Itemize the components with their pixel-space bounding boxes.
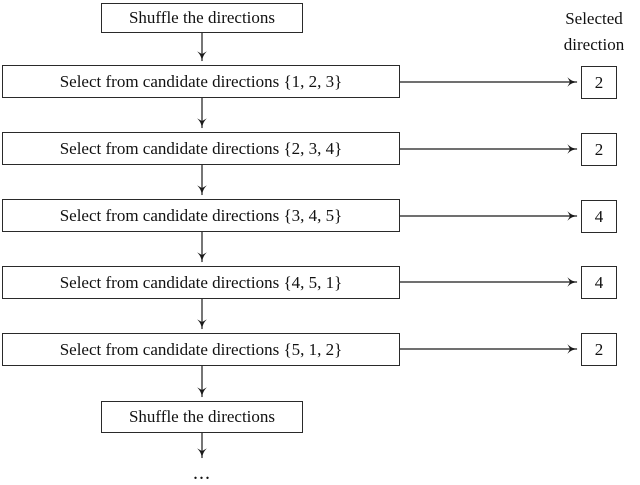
- select-box-row5: Select from candidate directions {5, 1, …: [2, 333, 400, 366]
- select-box-row1: Select from candidate directions {1, 2, …: [2, 65, 400, 98]
- selected-direction-header: Selected direction: [549, 6, 639, 58]
- selected-value-row5: 2: [594, 339, 604, 359]
- select-label-row4: Select from candidate directions {4, 5, …: [59, 272, 343, 292]
- selected-box-row5: 2: [581, 333, 617, 366]
- ellipsis: ...: [193, 462, 211, 484]
- selected-box-row1: 2: [581, 66, 617, 99]
- selected-direction-header-line2: direction: [563, 35, 625, 54]
- select-label-row1: Select from candidate directions {1, 2, …: [59, 71, 343, 91]
- shuffle-bottom-box: Shuffle the directions: [101, 401, 303, 433]
- shuffle-top-label: Shuffle the directions: [128, 8, 276, 27]
- shuffle-bottom-label: Shuffle the directions: [128, 407, 276, 426]
- select-label-row5: Select from candidate directions {5, 1, …: [59, 339, 343, 359]
- select-box-row4: Select from candidate directions {4, 5, …: [2, 266, 400, 299]
- selected-value-row4: 4: [594, 272, 604, 292]
- selected-box-row4: 4: [581, 266, 617, 299]
- selected-value-row3: 4: [594, 206, 604, 226]
- shuffle-top-box: Shuffle the directions: [101, 3, 303, 33]
- select-box-row2: Select from candidate directions {2, 3, …: [2, 132, 400, 165]
- selected-box-row2: 2: [581, 133, 617, 166]
- select-label-row2: Select from candidate directions {2, 3, …: [59, 138, 343, 158]
- selected-value-row1: 2: [594, 72, 604, 92]
- select-label-row3: Select from candidate directions {3, 4, …: [59, 205, 343, 225]
- selected-direction-header-line1: Selected: [565, 9, 623, 28]
- selected-box-row3: 4: [581, 200, 617, 233]
- selected-value-row2: 2: [594, 139, 604, 159]
- select-box-row3: Select from candidate directions {3, 4, …: [2, 199, 400, 232]
